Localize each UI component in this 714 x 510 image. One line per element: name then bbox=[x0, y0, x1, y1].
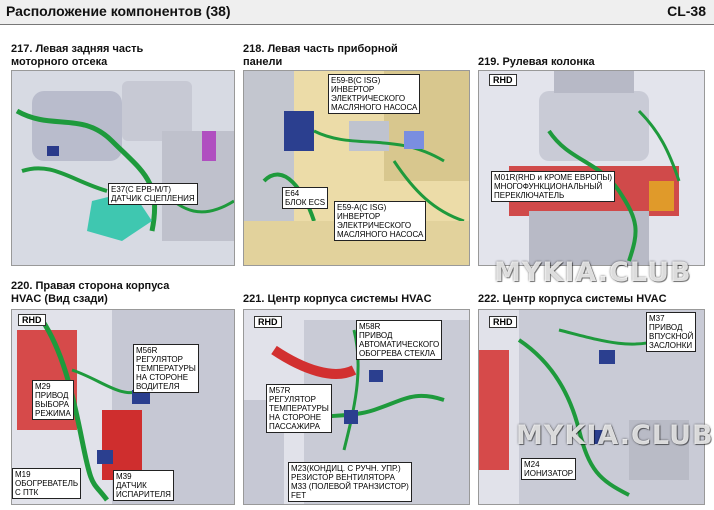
steering-column-illustration bbox=[479, 71, 704, 265]
watermark-top: MYKIA.CLUB bbox=[494, 257, 692, 288]
section-title-222: 222. Центр корпуса системы HVAC bbox=[478, 293, 667, 305]
panel-221-image: RHD M58R ПРИВОД АВТОМАТИЧЕСКОГО ОБОГРЕВА… bbox=[243, 309, 470, 505]
page-header: Расположение компонентов (38) CL-38 bbox=[0, 0, 714, 25]
callout-m01r: M01R(RHD и КРОМЕ ЕВРОПЫ) МНОГОФУНКЦИОНАЛ… bbox=[491, 171, 616, 202]
section-title-220: 220. Правая сторона корпуса HVAC (Вид сз… bbox=[11, 280, 170, 305]
callout-e37: E37(C EPB-M/T) ДАТЧИК СЦЕПЛЕНИЯ bbox=[108, 183, 198, 205]
section-title-218: 218. Левая часть приборной панели bbox=[243, 43, 398, 68]
panel-217-image: E37(C EPB-M/T) ДАТЧИК СЦЕПЛЕНИЯ bbox=[11, 70, 235, 266]
rhd-badge-222: RHD bbox=[489, 316, 517, 328]
callout-m57r: M57R РЕГУЛЯТОР ТЕМПЕРАТУРЫ НА СТОРОНЕ ПА… bbox=[266, 384, 332, 433]
callout-e59b: E59-B(C ISG) ИНВЕРТОР ЭЛЕКТРИЧЕСКОГО МАС… bbox=[328, 74, 421, 114]
panel-220-image: RHD M56R РЕГУЛЯТОР ТЕМПЕРАТУРЫ НА СТОРОН… bbox=[11, 309, 235, 505]
rhd-badge-221: RHD bbox=[254, 316, 282, 328]
callout-m29: M29 ПРИВОД ВЫБОРА РЕЖИМА bbox=[32, 380, 74, 420]
rhd-badge-219: RHD bbox=[489, 74, 517, 86]
watermark-bottom: MYKIA.CLUB bbox=[516, 420, 714, 451]
callout-m19: M19 ОБОГРЕВАТЕЛЬ С ПТК bbox=[12, 468, 82, 499]
panel-222-image: RHD M37 ПРИВОД ВПУСКНОЙ ЗАСЛОНКИ M24 ИОН… bbox=[478, 309, 705, 505]
section-title-217: 217. Левая задняя часть моторного отсека bbox=[11, 43, 144, 68]
rhd-badge-220: RHD bbox=[18, 314, 46, 326]
callout-m24: M24 ИОНИЗАТОР bbox=[521, 458, 577, 480]
panel-219-image: RHD M01R(RHD и КРОМЕ ЕВРОПЫ) МНОГОФУНКЦИ… bbox=[478, 70, 705, 266]
callout-e59a: E59-A(C ISG) ИНВЕРТОР ЭЛЕКТРИЧЕСКОГО МАС… bbox=[334, 201, 427, 241]
callout-m39: M39 ДАТЧИК ИСПАРИТЕЛЯ bbox=[113, 470, 174, 501]
section-title-219: 219. Рулевая колонка bbox=[478, 56, 595, 68]
callout-e64: E64 БЛОК ECS bbox=[282, 187, 329, 209]
callout-m23-m33: M23(КОНДИЦ. С РУЧН. УПР.) РЕЗИСТОР ВЕНТИ… bbox=[288, 462, 412, 502]
page-title: Расположение компонентов (38) bbox=[6, 3, 231, 19]
section-title-221: 221. Центр корпуса системы HVAC bbox=[243, 293, 432, 305]
engine-bay-illustration bbox=[12, 71, 234, 265]
callout-m58r: M58R ПРИВОД АВТОМАТИЧЕСКОГО ОБОГРЕВА СТЕ… bbox=[356, 320, 443, 360]
callout-m37: M37 ПРИВОД ВПУСКНОЙ ЗАСЛОНКИ bbox=[646, 312, 697, 352]
page-code: CL-38 bbox=[667, 3, 706, 19]
panel-218-image: E59-B(C ISG) ИНВЕРТОР ЭЛЕКТРИЧЕСКОГО МАС… bbox=[243, 70, 470, 266]
callout-m56r: M56R РЕГУЛЯТОР ТЕМПЕРАТУРЫ НА СТОРОНЕ ВО… bbox=[133, 344, 199, 393]
